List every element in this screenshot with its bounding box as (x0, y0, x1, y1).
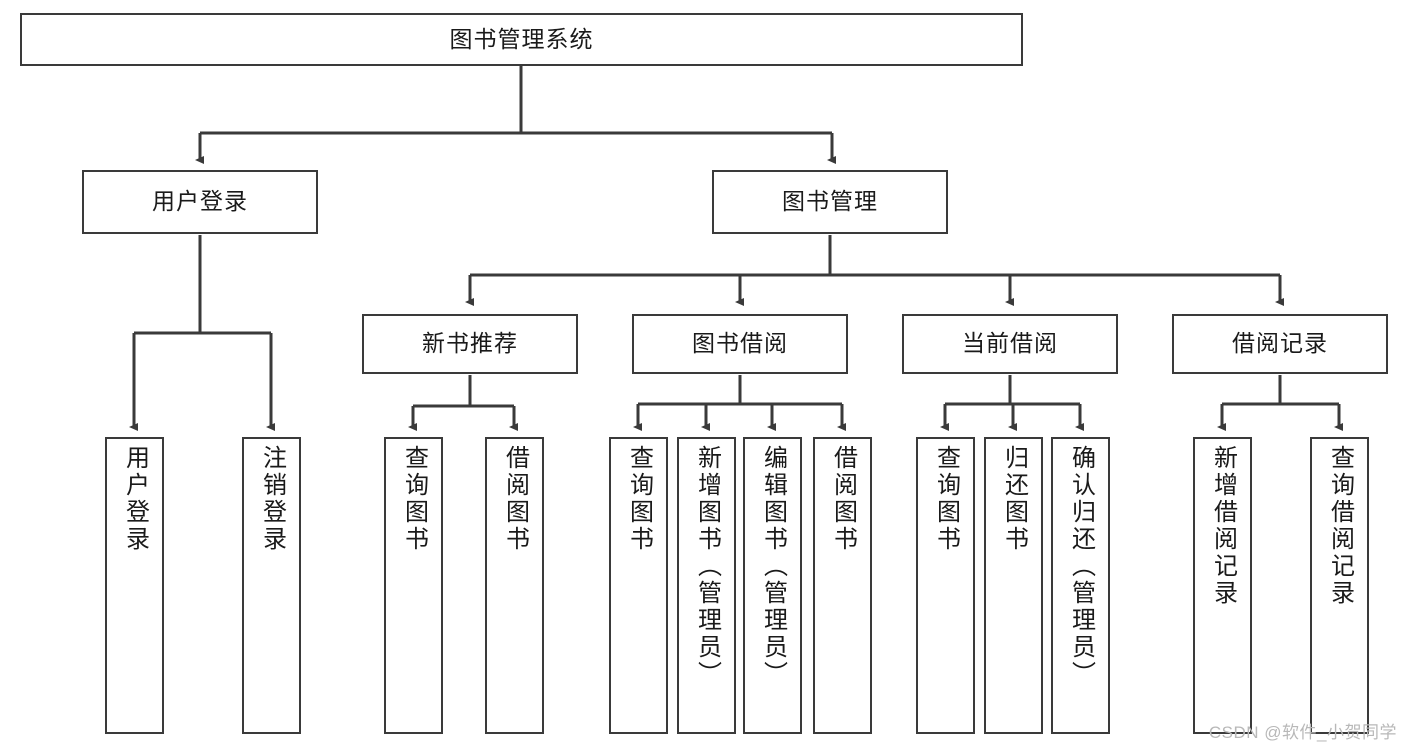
leaf-confirm-return-label: 确认归还（管理员） (1067, 445, 1095, 688)
leaf-borrow-book-2[interactable]: 借阅图书 (813, 437, 872, 734)
node-book-manage[interactable]: 图书管理 (712, 170, 948, 234)
leaf-add-book[interactable]: 新增图书（管理员） (677, 437, 736, 734)
leaf-borrow-book-1[interactable]: 借阅图书 (485, 437, 544, 734)
node-new-book-recommend[interactable]: 新书推荐 (362, 314, 578, 374)
leaf-query-book-3[interactable]: 查询图书 (916, 437, 975, 734)
csdn-watermark: CSDN @软件_小贺同学 (1208, 723, 1397, 742)
leaf-user-login-label: 用户登录 (121, 445, 149, 553)
node-user-login[interactable]: 用户登录 (82, 170, 318, 234)
node-book-borrow-label: 图书借阅 (692, 330, 788, 357)
leaf-add-record-label: 新增借阅记录 (1209, 445, 1237, 607)
leaf-user-login[interactable]: 用户登录 (105, 437, 164, 734)
node-new-book-recommend-label: 新书推荐 (422, 330, 518, 357)
leaf-edit-book[interactable]: 编辑图书（管理员） (743, 437, 802, 734)
node-borrow-record[interactable]: 借阅记录 (1172, 314, 1388, 374)
leaf-query-book-1-label: 查询图书 (400, 445, 428, 553)
leaf-return-book[interactable]: 归还图书 (984, 437, 1043, 734)
leaf-confirm-return[interactable]: 确认归还（管理员） (1051, 437, 1110, 734)
leaf-borrow-book-2-label: 借阅图书 (829, 445, 857, 553)
leaf-edit-book-label: 编辑图书（管理员） (759, 445, 787, 688)
leaf-add-book-label: 新增图书（管理员） (693, 445, 721, 688)
leaf-borrow-book-1-label: 借阅图书 (501, 445, 529, 553)
leaf-query-record[interactable]: 查询借阅记录 (1310, 437, 1369, 734)
leaf-return-book-label: 归还图书 (1000, 445, 1028, 553)
node-root-label: 图书管理系统 (449, 25, 594, 52)
node-book-borrow[interactable]: 图书借阅 (632, 314, 848, 374)
leaf-query-book-2[interactable]: 查询图书 (609, 437, 668, 734)
node-root[interactable]: 图书管理系统 (20, 13, 1023, 66)
leaf-logout-login[interactable]: 注销登录 (242, 437, 301, 734)
leaf-query-book-2-label: 查询图书 (625, 445, 653, 553)
leaf-query-book-1[interactable]: 查询图书 (384, 437, 443, 734)
node-user-login-label: 用户登录 (152, 188, 248, 215)
node-current-borrow[interactable]: 当前借阅 (902, 314, 1118, 374)
leaf-query-book-3-label: 查询图书 (932, 445, 960, 553)
leaf-query-record-label: 查询借阅记录 (1326, 445, 1354, 607)
node-book-manage-label: 图书管理 (782, 188, 878, 215)
node-current-borrow-label: 当前借阅 (962, 330, 1058, 357)
leaf-logout-login-label: 注销登录 (258, 445, 286, 553)
node-borrow-record-label: 借阅记录 (1232, 330, 1328, 357)
leaf-add-record[interactable]: 新增借阅记录 (1193, 437, 1252, 734)
